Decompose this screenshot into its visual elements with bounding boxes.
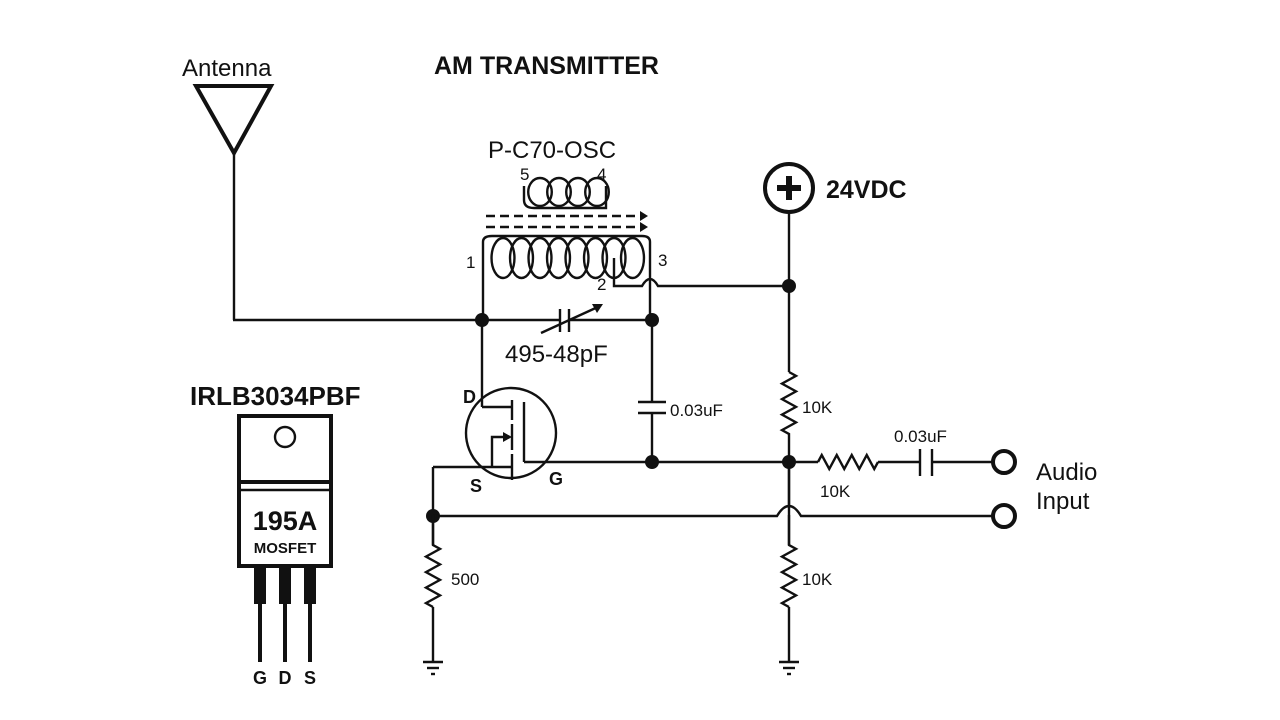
mosfet-symbol: D S G bbox=[433, 320, 652, 496]
antenna-symbol: Antenna bbox=[182, 55, 482, 322]
coil-loop bbox=[508, 236, 535, 280]
coil-loop bbox=[546, 176, 572, 208]
transformer-part-label: P-C70-OSC bbox=[488, 137, 616, 164]
bias-resistor-top: 10K bbox=[779, 370, 833, 462]
pin-1-label: 1 bbox=[466, 253, 475, 272]
coil-loop bbox=[545, 236, 572, 280]
primary-coil-frame bbox=[481, 234, 652, 320]
audio-input-label-1: Audio bbox=[1036, 459, 1097, 486]
transformer: P-C70-OSC 5 4 1 2 3 bbox=[466, 137, 790, 320]
mounting-hole-icon bbox=[273, 425, 297, 449]
audio-input-label-2: Input bbox=[1036, 488, 1090, 515]
tank-capacitor: 0.03uF bbox=[638, 320, 723, 462]
ground-icon bbox=[779, 660, 799, 676]
secondary-coil bbox=[522, 186, 608, 210]
coil-loop bbox=[584, 176, 610, 208]
ground-icon bbox=[423, 660, 443, 676]
package-part-number: IRLB3034PBF bbox=[190, 381, 361, 411]
coil-loop bbox=[527, 236, 553, 280]
input-resistor: 10K bbox=[816, 452, 880, 501]
mosfet-package: IRLB3034PBF 195A MOSFET G D S bbox=[190, 381, 361, 688]
pin-5-label: 5 bbox=[520, 165, 529, 184]
coil-loop bbox=[582, 236, 609, 280]
coil-loop bbox=[564, 236, 590, 280]
package-pin-s: S bbox=[304, 668, 316, 688]
variable-capacitor: 495-48pF bbox=[482, 304, 652, 368]
junction bbox=[782, 279, 796, 293]
audio-input-terminal-1[interactable] bbox=[991, 449, 1017, 475]
package-pin-g: G bbox=[253, 668, 267, 688]
audio-input-terminal-2[interactable] bbox=[991, 503, 1017, 529]
gate-label: G bbox=[549, 469, 563, 489]
package-rating: 195A bbox=[253, 506, 318, 536]
package-type: MOSFET bbox=[254, 540, 317, 557]
package-pin-d: D bbox=[279, 668, 292, 688]
antenna-label: Antenna bbox=[182, 55, 272, 82]
drain-label: D bbox=[463, 387, 476, 407]
tank-capacitor-label: 0.03uF bbox=[670, 401, 723, 420]
input-capacitor-label: 0.03uF bbox=[894, 427, 947, 446]
coil-loop bbox=[527, 176, 553, 208]
diagram-title: AM TRANSMITTER bbox=[434, 52, 659, 80]
input-capacitor: 0.03uF bbox=[894, 427, 947, 476]
bias-resistor-top-label: 10K bbox=[802, 398, 833, 417]
source-resistor: 500 bbox=[423, 515, 479, 609]
pin-4-label: 4 bbox=[597, 165, 606, 184]
input-resistor-label: 10K bbox=[820, 482, 851, 501]
power-supply: 24VDC bbox=[763, 162, 907, 372]
coil-loop bbox=[490, 236, 516, 280]
variable-arrow-icon bbox=[540, 304, 601, 335]
variable-capacitor-label: 495-48pF bbox=[505, 341, 608, 368]
coil-loop bbox=[619, 236, 646, 280]
pin-2-label: 2 bbox=[597, 275, 606, 294]
source-resistor-label: 500 bbox=[451, 570, 479, 589]
core-arrow-2 bbox=[640, 222, 648, 232]
pin-3-label: 3 bbox=[658, 251, 667, 270]
power-label: 24VDC bbox=[826, 176, 907, 204]
ground-return-wire bbox=[433, 504, 992, 518]
antenna-icon bbox=[192, 84, 275, 158]
tap-2-wire bbox=[612, 258, 790, 288]
core-arrow-1 bbox=[640, 211, 648, 221]
source-label: S bbox=[470, 476, 482, 496]
bias-resistor-bottom: 10K bbox=[779, 515, 833, 609]
bias-resistor-bottom-label: 10K bbox=[802, 570, 833, 589]
coil-loop bbox=[565, 176, 591, 208]
